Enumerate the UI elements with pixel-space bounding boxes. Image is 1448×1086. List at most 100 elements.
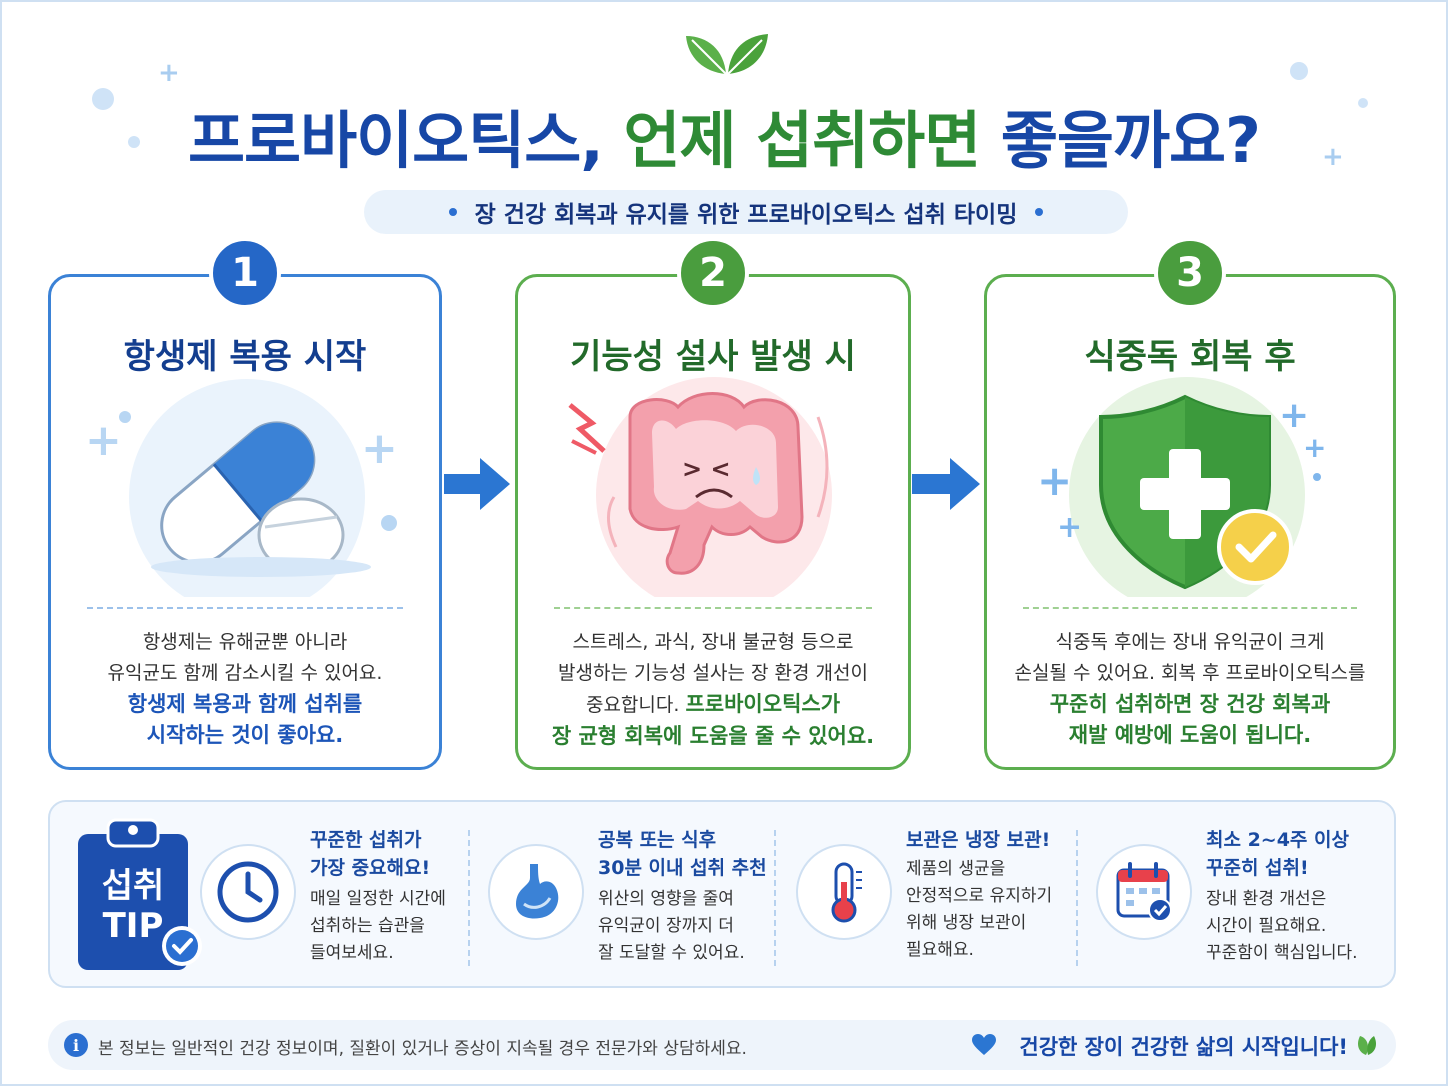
calendar-icon <box>1096 844 1192 940</box>
tip-description: 위산의 영향을 줄여 유익균이 장까지 더 잘 도달할 수 있어요. <box>598 886 798 967</box>
desc-line: 손실될 수 있어요. 회복 후 프로바이오틱스를 <box>1014 662 1366 684</box>
desc-line: 식중독 후에는 장내 유익균이 크게 <box>1055 631 1325 653</box>
tip-desc-line: 꾸준함이 핵심입니다. <box>1206 943 1358 963</box>
desc-highlight: 프로바이오틱스가 <box>685 692 841 716</box>
clipboard-tip-badge: 섭취 TIP <box>74 816 204 976</box>
svg-text:+: + <box>1037 456 1072 505</box>
tips-panel: 섭취 TIP 꾸준한 섭취가 가장 중요해요! 매일 일정한 시간에 섭취하는 … <box>48 800 1396 988</box>
tip-description: 장내 환경 개선은 시간이 필요해요. 꾸준함이 핵심입니다. <box>1206 886 1406 967</box>
desc-highlight: 장 균형 회복에 도움을 줄 수 있어요. <box>551 724 875 748</box>
decor-plus: + <box>1322 142 1344 172</box>
shield-cross-icon: + + + + <box>987 377 1393 613</box>
tip-description: 제품의 생균을 안정적으로 유지하기 위해 냉장 보관이 필요해요. <box>906 856 1106 964</box>
slogan-text: 건강한 장이 건강한 삶의 시작입니다! <box>1019 1035 1348 1059</box>
tip-desc-line: 안정적으로 유지하기 <box>906 886 1053 906</box>
card-divider <box>554 607 872 609</box>
tip-title: 보관은 냉장 보관! <box>906 826 1106 854</box>
tip-separator <box>1076 830 1078 966</box>
desc-line: 스트레스, 과식, 장내 불균형 등으로 <box>572 631 854 653</box>
step-description: 항생제는 유해균뿐 아니라 유익균도 함께 감소시킬 수 있어요. 항생제 복용… <box>61 627 429 751</box>
tip-title-line: 가장 중요해요! <box>310 857 431 879</box>
desc-line-mixed: 중요합니다. 프로바이오틱스가 <box>528 689 898 721</box>
desc-highlight: 항생제 복용과 함께 섭취를 <box>127 692 363 716</box>
desc-highlight: 재발 예방에 도움이 됩니다. <box>1068 723 1312 747</box>
tip-desc-line: 필요해요. <box>906 940 974 960</box>
decor-plus: + <box>158 58 180 88</box>
step-title: 식중독 회복 후 <box>1084 337 1296 377</box>
step-number-badge: 3 <box>1154 237 1226 309</box>
step-title: 기능성 설사 발생 시 <box>570 337 856 377</box>
step-number-badge: 1 <box>209 237 281 309</box>
decor-dot <box>92 88 114 110</box>
leaf-icon <box>1356 1034 1378 1060</box>
tip-desc-line: 매일 일정한 시간에 <box>310 889 446 909</box>
bullet-dot <box>1035 208 1044 216</box>
tip-desc-line: 섭취하는 습관을 <box>310 916 425 936</box>
tip-title-line: 공복 또는 식후 <box>598 829 717 851</box>
desc-highlight: 시작하는 것이 좋아요. <box>146 723 344 747</box>
arrow-right-icon <box>444 456 512 516</box>
svg-text:+: + <box>1303 431 1326 464</box>
tip-badge-label: 섭취 TIP <box>78 866 188 946</box>
info-icon: i <box>64 1033 88 1057</box>
svg-text:> <: > < <box>682 455 731 483</box>
tip-title-line: 꾸준히 섭취! <box>1206 857 1309 879</box>
tip-title: 공복 또는 식후 30분 이내 섭취 추천 <box>598 826 798 882</box>
tip-title-line: 보관은 냉장 보관! <box>906 829 1051 851</box>
thermometer-icon <box>796 844 892 940</box>
tip-desc-line: 장내 환경 개선은 <box>1206 889 1327 909</box>
subtitle-text: 장 건강 회복과 유지를 위한 프로바이오틱스 섭취 타이밍 <box>474 202 1018 228</box>
step-number-badge: 2 <box>677 237 749 309</box>
card-divider <box>1023 607 1357 609</box>
tip-title: 꾸준한 섭취가 가장 중요해요! <box>310 826 510 882</box>
card-divider <box>87 607 403 609</box>
tip-title-line: 최소 2~4주 이상 <box>1206 829 1349 851</box>
desc-line: 발생하는 기능성 설사는 장 환경 개선이 <box>558 662 868 684</box>
title-part-2: 언제 섭취하면 <box>623 104 981 177</box>
page-title: 프로바이오틱스, 언제 섭취하면 좋을까요? <box>0 90 1448 180</box>
svg-text:+: + <box>85 415 122 466</box>
tip-desc-line: 제품의 생균을 <box>906 859 1006 879</box>
decor-dot <box>1290 62 1308 80</box>
leaf-icon <box>684 28 770 80</box>
step-title: 항생제 복용 시작 <box>123 337 367 377</box>
step-card-3: 3 식중독 회복 후 + + + + 식중독 후에는 장내 유익균이 크게 손실… <box>984 237 1396 770</box>
stomach-icon <box>488 844 584 940</box>
svg-text:+: + <box>1279 395 1309 436</box>
capsule-pill-icon: + + <box>51 377 439 615</box>
step-description: 식중독 후에는 장내 유익균이 크게 손실될 수 있어요. 회복 후 프로바이오… <box>997 627 1383 751</box>
title-part-1: 프로바이오틱스, <box>188 104 604 177</box>
tip-badge-line: TIP <box>102 906 164 946</box>
subtitle-pill: 장 건강 회복과 유지를 위한 프로바이오틱스 섭취 타이밍 <box>364 190 1128 234</box>
desc-line: 항생제는 유해균뿐 아니라 <box>142 631 348 653</box>
disclaimer-text: 본 정보는 일반적인 건강 정보이며, 질환이 있거나 증상이 지속될 경우 전… <box>98 1039 747 1059</box>
desc-highlight: 꾸준히 섭취하면 장 건강 회복과 <box>1049 692 1331 716</box>
tip-badge-line: 섭취 <box>101 866 165 906</box>
tip-desc-line: 유익균이 장까지 더 <box>598 916 734 936</box>
bullet-dot <box>448 208 457 216</box>
svg-text:+: + <box>1057 510 1082 545</box>
step-card-2: 2 기능성 설사 발생 시 > < 스트레스, 과식, 장내 불균형 등으로 발… <box>515 237 911 770</box>
tip-title: 최소 2~4주 이상 꾸준히 섭취! <box>1206 826 1406 882</box>
step-card-1: 1 항생제 복용 시작 + + 항생제는 유해균뿐 아니라 유익균도 함께 감소… <box>48 237 442 770</box>
tip-desc-line: 시간이 필요해요. <box>1206 916 1327 936</box>
heart-icon <box>972 1034 996 1060</box>
desc-line: 유익균도 함께 감소시킬 수 있어요. <box>107 662 383 684</box>
tip-desc-line: 위산의 영향을 줄여 <box>598 889 734 909</box>
intestine-icon: > < <box>518 377 908 613</box>
step-description: 스트레스, 과식, 장내 불균형 등으로 발생하는 기능성 설사는 장 환경 개… <box>528 627 898 752</box>
footer-bar: i 본 정보는 일반적인 건강 정보이며, 질환이 있거나 증상이 지속될 경우… <box>48 1020 1396 1070</box>
decor-dot <box>1358 98 1368 108</box>
desc-line: 중요합니다. <box>585 694 680 716</box>
clock-icon <box>200 844 296 940</box>
tip-desc-line: 위해 냉장 보관이 <box>906 913 1027 933</box>
title-part-3: 좋을까요? <box>1000 104 1261 177</box>
svg-text:+: + <box>361 423 398 474</box>
tip-description: 매일 일정한 시간에 섭취하는 습관을 들여보세요. <box>310 886 510 967</box>
tip-desc-line: 들여보세요. <box>310 943 394 963</box>
tip-separator <box>468 830 470 966</box>
tip-desc-line: 잘 도달할 수 있어요. <box>598 943 745 963</box>
tip-title-line: 30분 이내 섭취 추천 <box>598 857 767 879</box>
decor-dot <box>128 136 140 148</box>
